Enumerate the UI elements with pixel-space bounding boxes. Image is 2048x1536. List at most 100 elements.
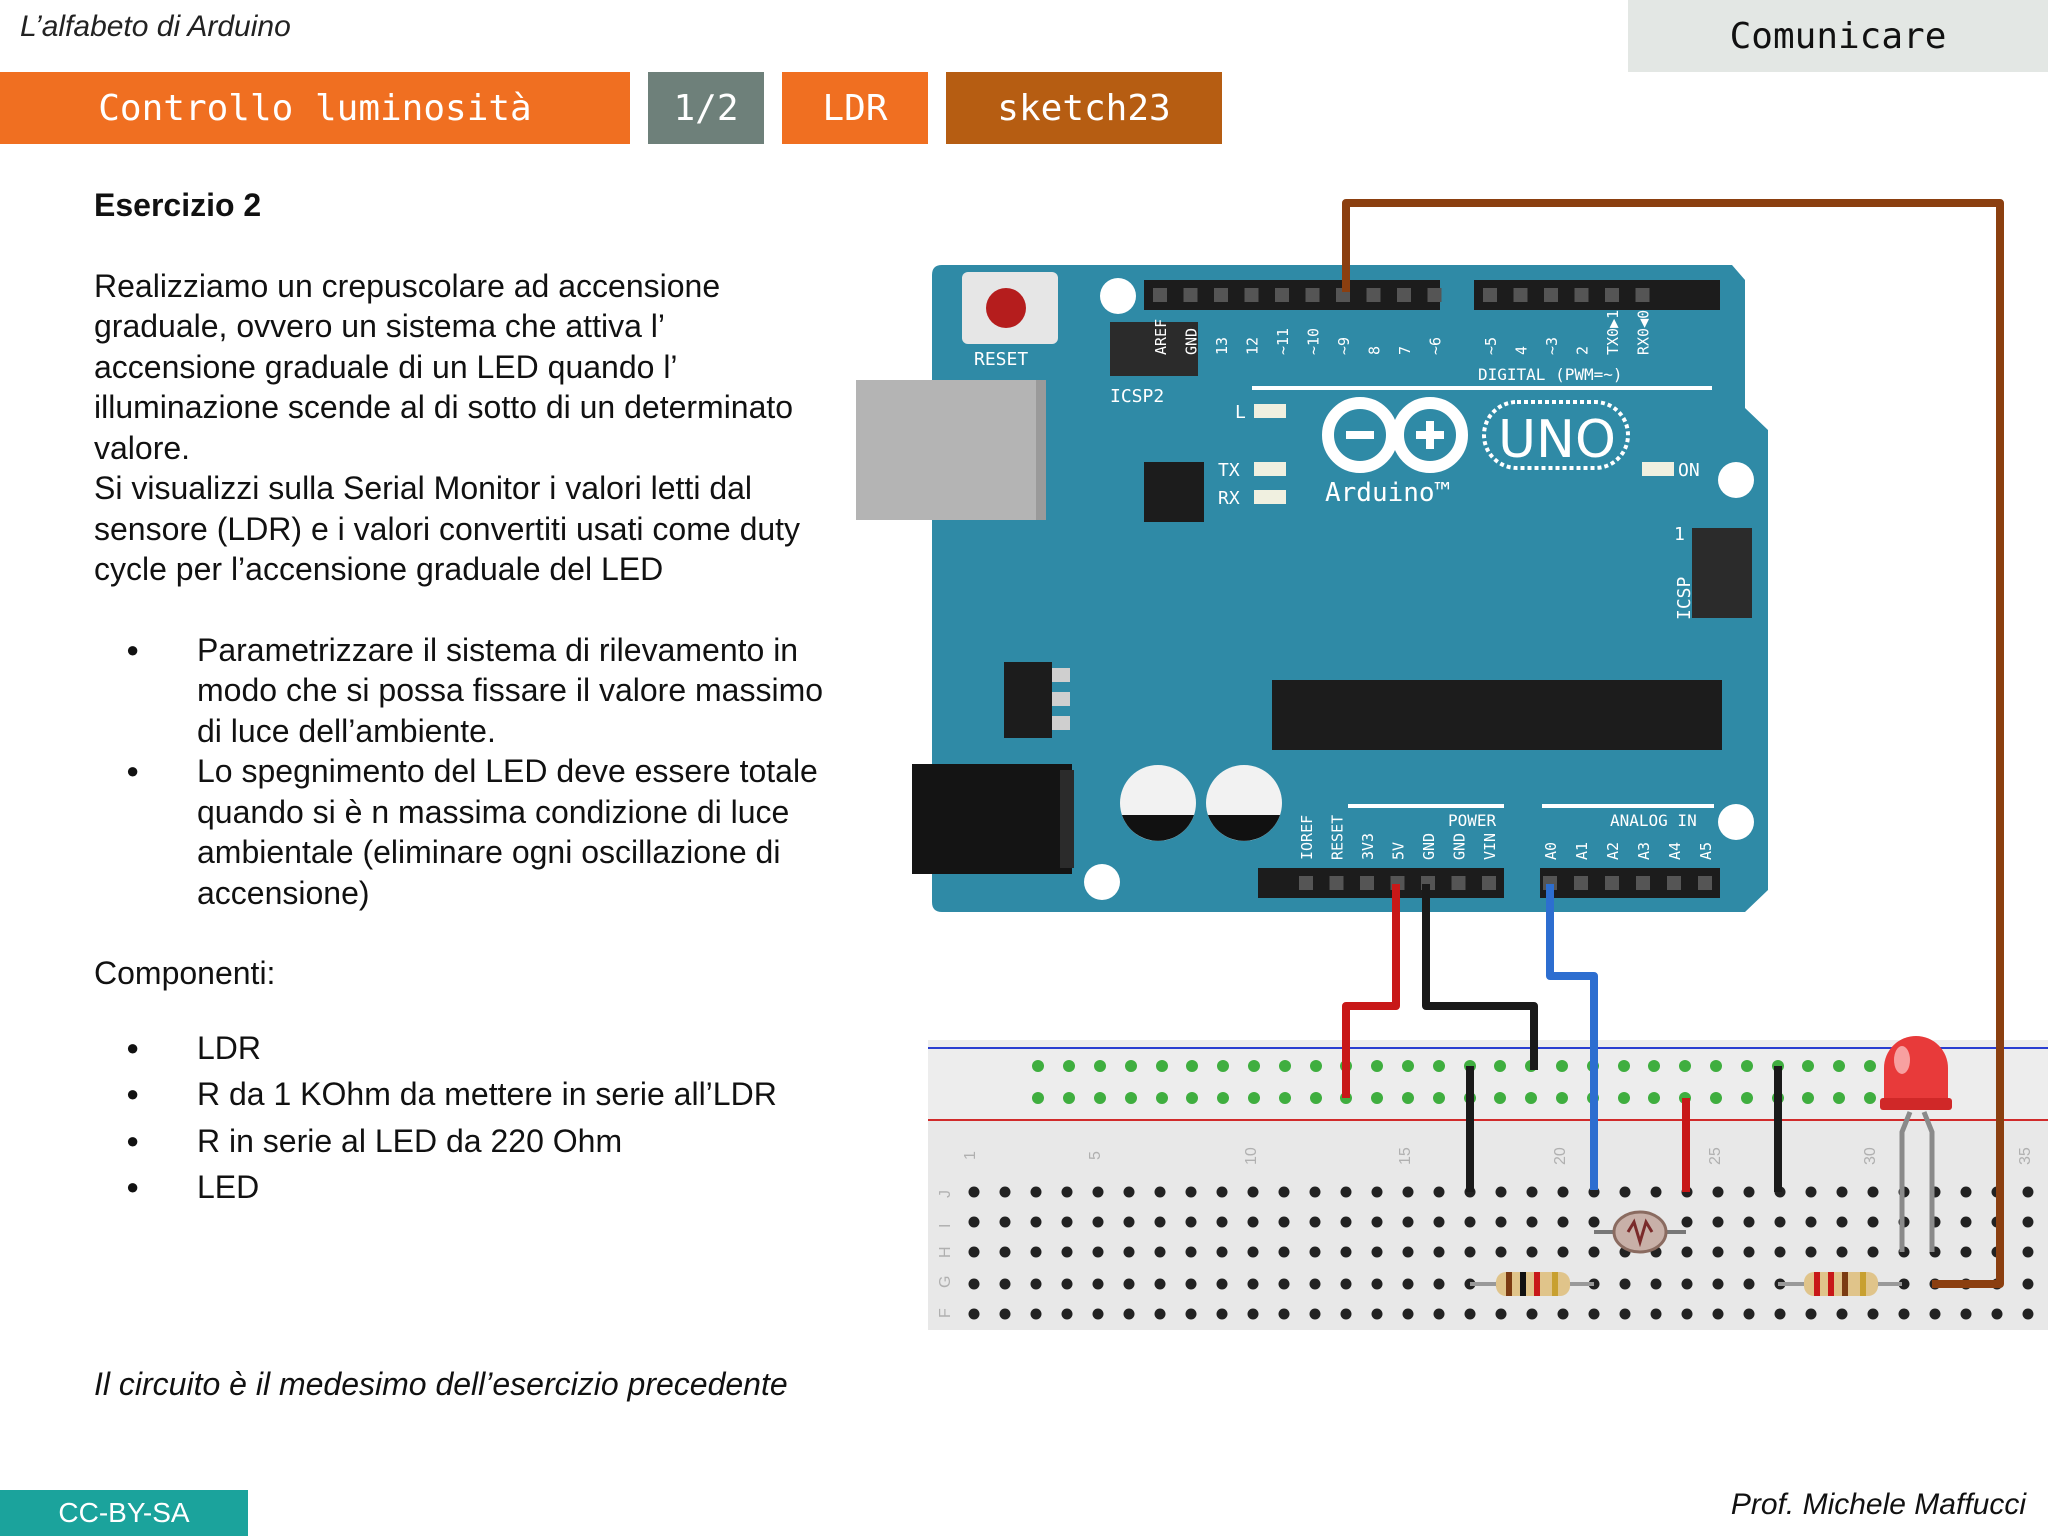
breadboard-col-30: 30	[1862, 1147, 1879, 1165]
header-pin	[1605, 876, 1619, 890]
power-pin-label: GND	[1420, 833, 1438, 860]
breadboard-hole	[1712, 1308, 1724, 1320]
digital-pin-label: 7	[1396, 346, 1414, 355]
breadboard-hole	[1278, 1186, 1290, 1198]
breadboard-hole	[1154, 1278, 1166, 1290]
brand-label: Arduino™	[1325, 478, 1450, 508]
breadboard-hole	[1743, 1186, 1755, 1198]
rail-hole	[1248, 1060, 1260, 1072]
breadboard-hole	[1185, 1278, 1197, 1290]
breadboard-hole	[1526, 1216, 1538, 1228]
breadboard-hole	[1309, 1246, 1321, 1258]
rail-hole	[1186, 1092, 1198, 1104]
rail-hole	[1433, 1092, 1445, 1104]
digital-label: DIGITAL (PWM=~)	[1478, 365, 1623, 384]
breadboard-hole	[2022, 1216, 2034, 1228]
rail-hole	[1217, 1092, 1229, 1104]
footnote: Il circuito è il medesimo dell’esercizio…	[94, 1366, 788, 1402]
icsp2-label: ICSP2	[1110, 386, 1164, 407]
digital-pin-label: 8	[1366, 346, 1384, 355]
breadboard-hole	[1433, 1186, 1445, 1198]
breadboard-hole	[1030, 1246, 1042, 1258]
analog-pin-label: A1	[1573, 842, 1591, 860]
breadboard-hole	[1712, 1186, 1724, 1198]
breadboard-hole	[999, 1246, 1011, 1258]
header-pin	[1482, 876, 1496, 890]
rail-hole	[1494, 1092, 1506, 1104]
list-item: R in serie al LED da 220 Ohm	[94, 1121, 834, 1162]
header-pin	[1574, 288, 1589, 302]
breadboard-hole	[1805, 1216, 1817, 1228]
page-indicator: 1/2	[648, 72, 764, 144]
rail-hole	[1248, 1092, 1260, 1104]
breadboard-col-10: 10	[1243, 1147, 1260, 1165]
breadboard-hole	[1061, 1186, 1073, 1198]
breadboard-hole	[1216, 1186, 1228, 1198]
breadboard-hole	[1650, 1186, 1662, 1198]
rail-hole	[1186, 1060, 1198, 1072]
rail-hole	[1494, 1060, 1506, 1072]
circuit-diagram: 1 5 10 15 20 25 30 35 J I H G F RESET IC…	[850, 185, 2048, 1345]
breadboard-hole	[1433, 1308, 1445, 1320]
header-pin	[1513, 288, 1528, 302]
breadboard-col-25: 25	[1707, 1147, 1724, 1165]
list-item: LED	[94, 1167, 834, 1208]
breadboard-hole	[1278, 1278, 1290, 1290]
rail-hole	[1279, 1060, 1291, 1072]
breadboard-hole	[1495, 1246, 1507, 1258]
breadboard-hole	[1433, 1216, 1445, 1228]
breadboard-row-f: F	[937, 1308, 954, 1318]
analog-pin-label: A4	[1666, 842, 1684, 860]
rail-hole	[1371, 1092, 1383, 1104]
breadboard-hole	[1030, 1308, 1042, 1320]
breadboard-hole	[1092, 1278, 1104, 1290]
rail-hole	[1679, 1060, 1691, 1072]
breadboard-col-35: 35	[2017, 1147, 2034, 1165]
breadboard-hole	[1371, 1246, 1383, 1258]
analog-pin-label: A2	[1604, 842, 1622, 860]
breadboard-hole	[1092, 1246, 1104, 1258]
breadboard-hole	[1340, 1308, 1352, 1320]
breadboard-hole	[1309, 1278, 1321, 1290]
breadboard-hole	[999, 1308, 1011, 1320]
license-badge: CC-BY-SA	[0, 1490, 248, 1536]
rail-hole	[1310, 1092, 1322, 1104]
breadboard-hole	[1216, 1246, 1228, 1258]
breadboard-hole	[1774, 1216, 1786, 1228]
breadboard-row-h: H	[937, 1246, 954, 1258]
rail-hole	[1433, 1060, 1445, 1072]
breadboard-hole	[999, 1216, 1011, 1228]
breadboard-hole	[1836, 1216, 1848, 1228]
header-pin	[1483, 288, 1497, 302]
rail-hole	[1648, 1060, 1660, 1072]
digital-pin-label: RX0◀0	[1635, 310, 1653, 355]
led-tx-label: TX	[1218, 460, 1240, 481]
rail-hole	[1032, 1092, 1044, 1104]
list-item: LDR	[94, 1028, 834, 1069]
breadboard-hole	[1867, 1308, 1879, 1320]
header-pin	[1544, 288, 1558, 302]
breadboard-hole	[1464, 1216, 1476, 1228]
breadboard-hole	[1712, 1216, 1724, 1228]
breadboard-row-g: G	[937, 1276, 954, 1288]
power-pin-label: IOREF	[1298, 815, 1316, 860]
breadboard-row-i: I	[937, 1224, 954, 1228]
analog-label: ANALOG IN	[1610, 811, 1697, 830]
rail-hole	[1032, 1060, 1044, 1072]
breadboard-hole	[1836, 1186, 1848, 1198]
breadboard-hole	[1557, 1246, 1569, 1258]
breadboard-hole	[1247, 1216, 1259, 1228]
breadboard-hole	[1402, 1308, 1414, 1320]
rail-hole	[1833, 1060, 1845, 1072]
breadboard-hole	[1743, 1308, 1755, 1320]
analog-pin-label: A5	[1697, 842, 1715, 860]
breadboard-hole	[1061, 1216, 1073, 1228]
breadboard-hole	[1402, 1216, 1414, 1228]
breadboard-hole	[1557, 1186, 1569, 1198]
breadboard-hole	[1898, 1278, 1910, 1290]
led-red	[1880, 1036, 1952, 1252]
uno-label: UNO	[1498, 410, 1616, 470]
rail-hole	[1125, 1060, 1137, 1072]
breadboard-hole	[2022, 1278, 2034, 1290]
breadboard-hole	[1743, 1278, 1755, 1290]
